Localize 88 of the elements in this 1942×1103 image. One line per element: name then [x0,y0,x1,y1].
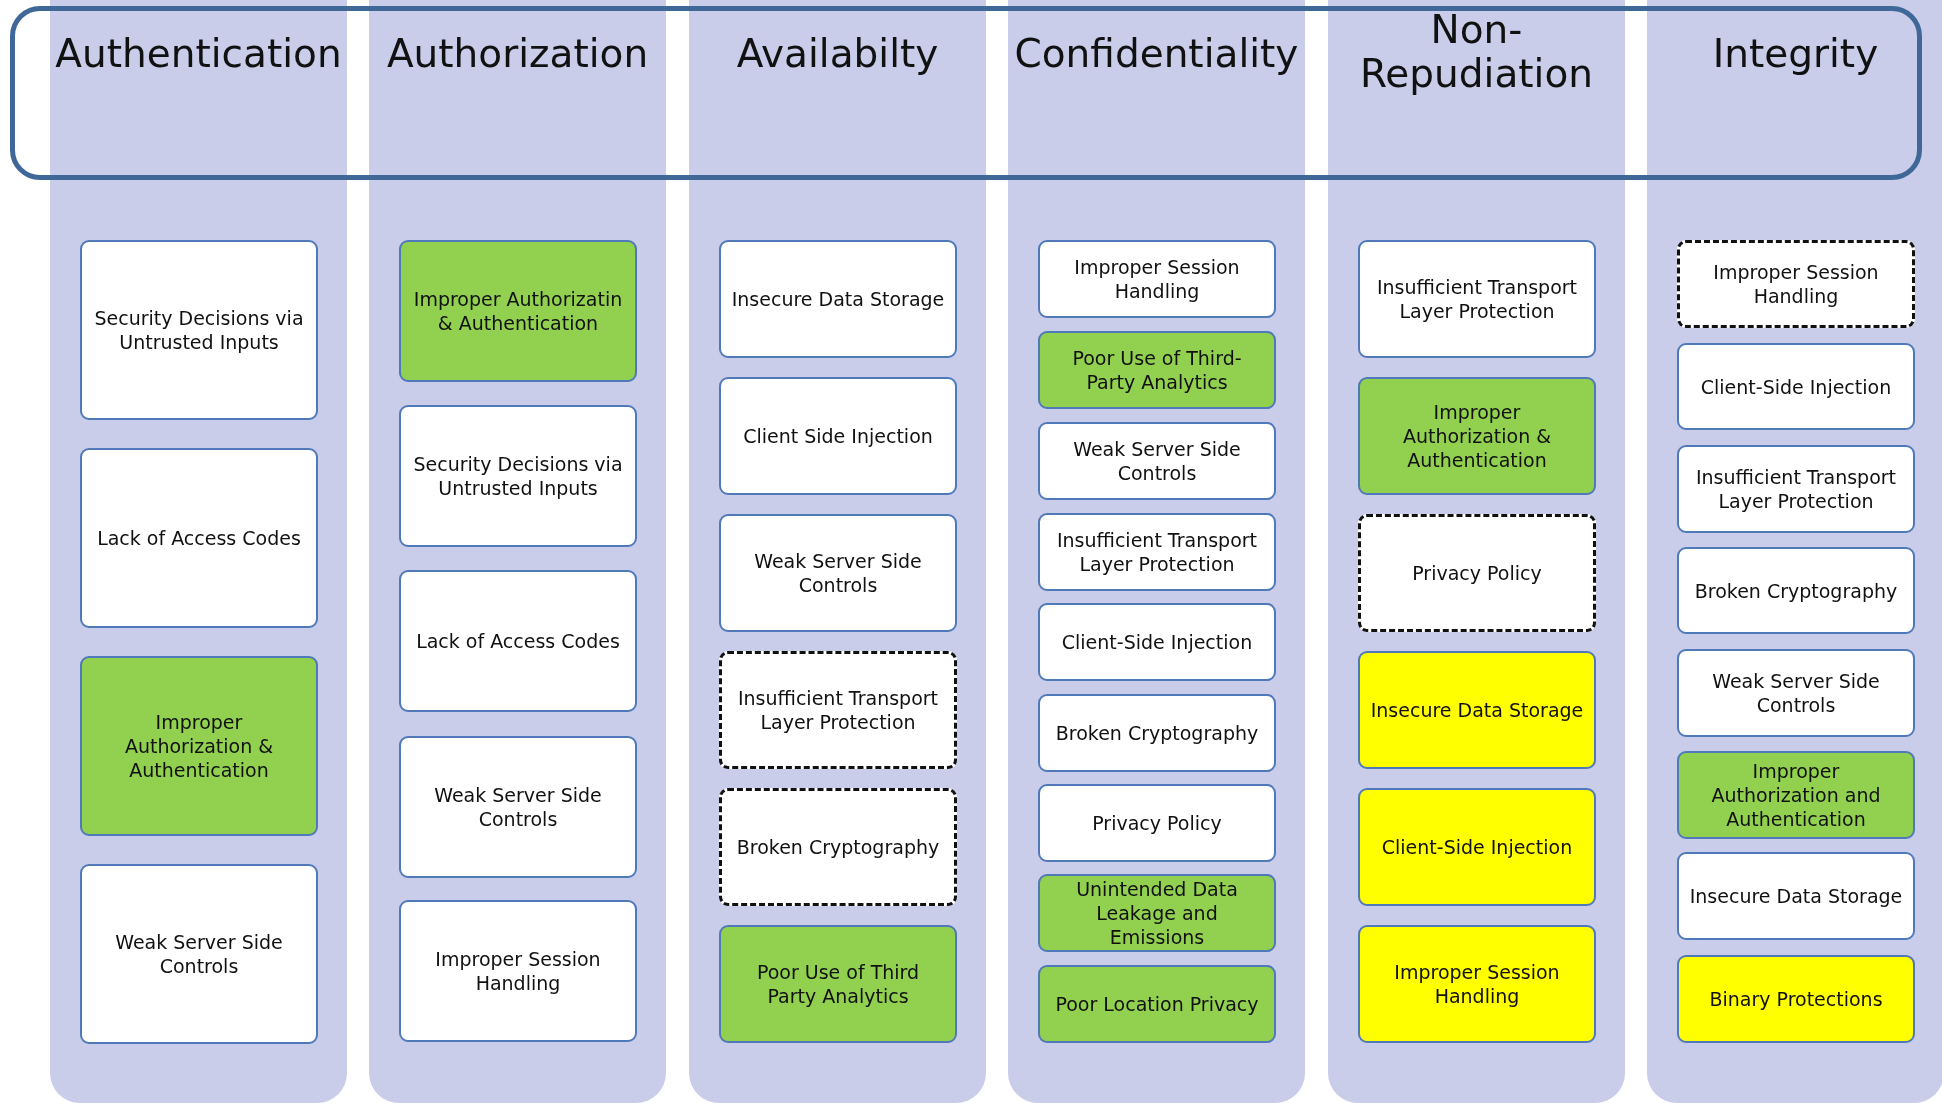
category-item-box [399,405,637,547]
item-label: Weak Server Side Controls [1711,669,1881,717]
category-item-box [399,240,637,382]
item-label: Security Decisions via Untrusted Inputs [412,452,624,500]
item-label: Improper Session Handling [1393,960,1561,1008]
category-item-box [1038,422,1276,500]
category-item-box [1358,788,1596,906]
category-column [50,0,347,1103]
item-label: Poor Use of Third-Party Analytics [1071,346,1243,394]
category-item-box [1677,343,1915,430]
column-heading: Integrity [1711,32,1880,76]
category-item-box [1038,694,1276,772]
item-label: Broken Cryptography [735,835,941,859]
category-item-box [399,570,637,712]
category-item-box [719,788,957,906]
item-label: Lack of Access Codes [415,629,621,653]
category-item-box [719,651,957,769]
category-item-box [1677,547,1915,634]
item-label: Improper Authorization & Authentication [123,710,275,782]
category-column [1008,0,1305,1103]
item-label: Improper Session Handling [434,947,602,995]
category-column [689,0,986,1103]
category-item-box [719,240,957,358]
column-heading: Authentication [54,32,343,76]
item-label: Poor Location Privacy [1054,992,1260,1016]
category-item-box [1677,649,1915,737]
category-item-box [1677,852,1915,940]
item-label: Weak Server Side Controls [433,783,603,831]
category-item-box [1038,603,1276,681]
column-heading: Non- Repudiation [1359,8,1594,96]
item-label: Client-Side Injection [1060,630,1254,654]
category-item-box [1677,955,1915,1043]
category-item-box [1038,874,1276,952]
category-item-box [1358,925,1596,1043]
column-heading: Authorization [385,32,650,76]
category-item-box [1358,514,1596,632]
category-column [1647,0,1942,1103]
item-label: Privacy Policy [1411,561,1543,585]
category-item-box [1358,377,1596,495]
item-label: Weak Server Side Controls [753,549,923,597]
category-item-box [1677,445,1915,533]
item-label: Insufficient Transport Layer Protection [1694,465,1898,513]
item-label: Weak Server Side Controls [114,930,284,978]
item-label: Insufficient Transport Layer Protection [1375,275,1579,323]
category-item-box [399,900,637,1042]
category-item-box [399,736,637,878]
category-item-box [1038,331,1276,409]
item-label: Poor Use of Third Party Analytics [755,960,921,1008]
category-item-box [80,240,318,420]
category-item-box [1358,240,1596,358]
category-item-box [80,864,318,1044]
category-item-box [80,448,318,628]
category-column [1328,0,1625,1103]
item-label: Privacy Policy [1091,811,1223,835]
item-label: Improper Authorizatin & Authentication [412,287,624,335]
category-item-box [1038,240,1276,318]
item-label: Weak Server Side Controls [1072,437,1242,485]
category-item-box [719,377,957,495]
category-column [369,0,666,1103]
item-label: Lack of Access Codes [96,526,302,550]
item-label: Improper Session Handling [1073,255,1241,303]
item-label: Binary Protections [1708,987,1884,1011]
item-label: Insecure Data Storage [1688,884,1904,908]
category-item-box [1038,965,1276,1043]
item-label: Insufficient Transport Layer Protection [1055,528,1259,576]
item-label: Broken Cryptography [1054,721,1260,745]
item-label: Client-Side Injection [1699,374,1893,399]
category-item-box [1677,240,1915,328]
item-label: Broken Cryptography [1693,578,1899,603]
item-label: Client-Side Injection [1380,835,1574,859]
category-item-box [1038,513,1276,591]
item-label: Insecure Data Storage [730,287,946,311]
item-label: Security Decisions via Untrusted Inputs [93,306,305,354]
item-label: Improper Authorization and Authentication [1710,759,1882,831]
item-label: Client Side Injection [742,424,934,448]
category-item-box [1038,784,1276,862]
category-item-box [80,656,318,836]
category-item-box [719,514,957,632]
item-label: Unintended Data Leakage and Emissions [1075,877,1239,949]
column-heading: Availabilty [735,32,940,76]
category-item-box [1677,751,1915,839]
item-label: Insufficient Transport Layer Protection [736,686,940,734]
item-label: Insecure Data Storage [1369,698,1585,722]
item-label: Improper Session Handling [1712,260,1880,308]
category-item-box [719,925,957,1043]
item-label: Improper Authorization & Authentication [1401,400,1553,472]
column-heading: Confidentiality [1013,32,1300,76]
category-item-box [1358,651,1596,769]
